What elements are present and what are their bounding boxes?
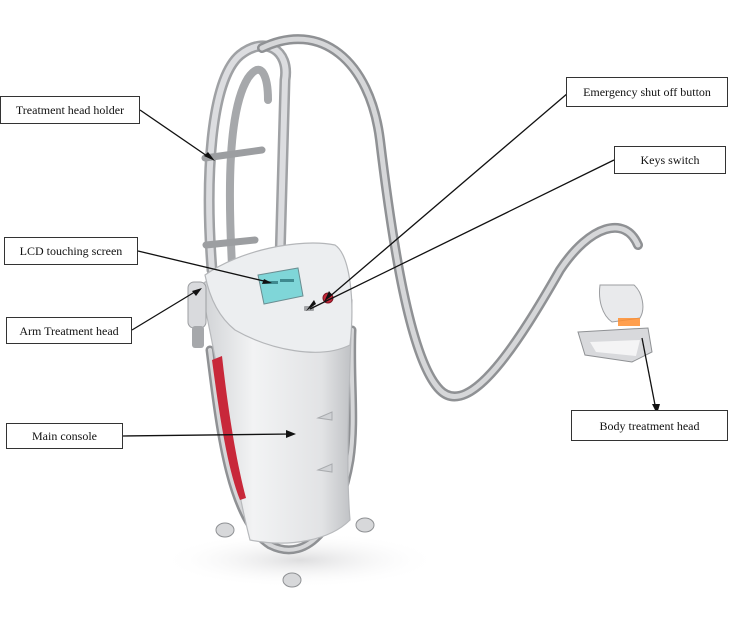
- leader-arm-treatment-head: [131, 289, 199, 331]
- console-wheels: [215, 517, 375, 588]
- callout-label: Arm Treatment head: [19, 323, 119, 338]
- console-red-side-panel: [212, 356, 246, 500]
- callout-label: Main console: [32, 429, 97, 443]
- console-vents: [316, 411, 333, 473]
- lcd-screen-shape: [257, 267, 304, 305]
- callout-label: Keys switch: [640, 153, 700, 167]
- leader-arrowheads: [192, 152, 660, 438]
- treatment-head-holder-arch: [201, 40, 292, 276]
- leader-keys-switch: [309, 159, 615, 310]
- body-treatment-head-shape: [577, 284, 653, 363]
- floor-shadow: [160, 532, 440, 588]
- callout-arm-treatment-head: Arm Treatment head: [6, 317, 132, 344]
- callout-label: Treatment head holder: [15, 103, 125, 117]
- callout-main-console: Main console: [6, 423, 123, 449]
- leader-lcd-touching-screen: [137, 250, 269, 283]
- callout-emergency-shut-off-button: Emergency shut off button: [566, 77, 728, 107]
- leader-emergency-shut-off: [327, 92, 569, 299]
- leader-lines: [122, 92, 657, 437]
- callout-keys-switch: Keys switch: [614, 146, 726, 174]
- leader-body-treatment-head: [641, 337, 657, 411]
- callout-lcd-touching-screen: LCD touching screen: [4, 237, 138, 265]
- callout-body-treatment-head: Body treatment head: [571, 410, 728, 441]
- callout-label: Body treatment head: [599, 418, 700, 433]
- callout-treatment-head-holder: Treatment head holder: [0, 96, 140, 124]
- leader-main-console: [122, 433, 293, 437]
- callout-label: LCD touching screen: [19, 244, 123, 258]
- leader-treatment-head-holder: [139, 109, 211, 159]
- callout-label: Emergency shut off button: [583, 85, 711, 99]
